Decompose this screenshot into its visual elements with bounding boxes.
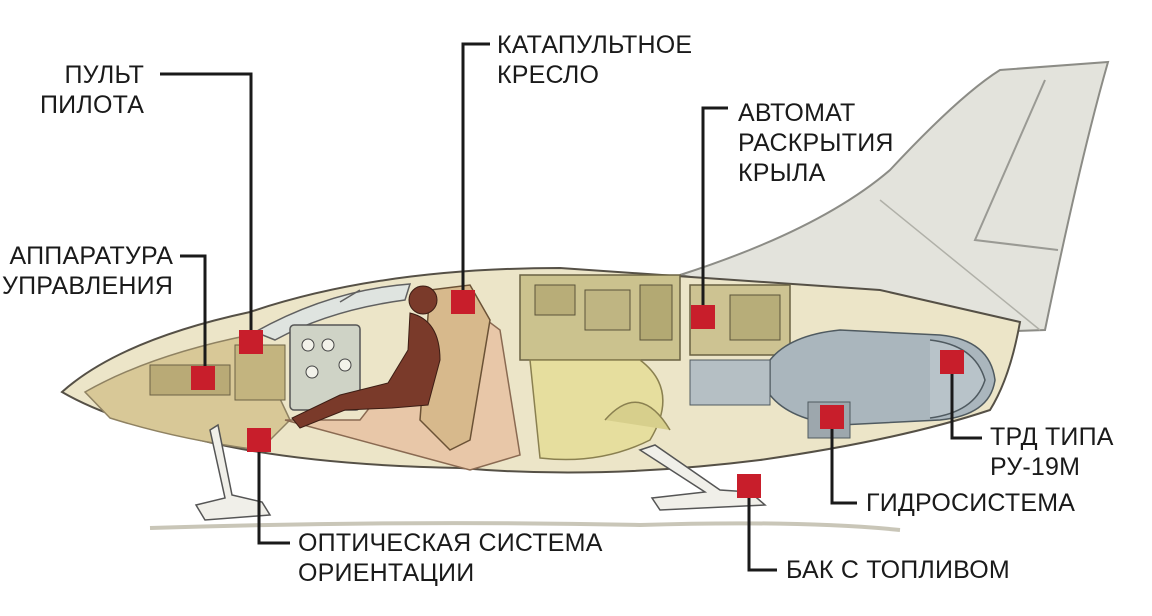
rear-landing-skid	[638, 444, 767, 511]
nose-equipment-block-2	[234, 344, 286, 401]
marker-avtomat	[691, 305, 715, 329]
folded-wing-detail	[604, 401, 671, 431]
leader-opticheskaya	[257, 440, 290, 545]
marker-bak	[737, 474, 761, 498]
equipment-unit	[639, 284, 673, 341]
label-katapultnoe-kreslo: КАТАПУЛЬТНОЕ КРЕСЛО	[497, 30, 692, 90]
marker-pult-pilota	[239, 330, 263, 354]
label-avtomat-raskrytiya: АВТОМАТ РАСКРЫТИЯ КРЫЛА	[738, 98, 894, 188]
tail-fin-panel-line	[879, 199, 1041, 331]
label-line: ТРД ТИПА	[990, 423, 1114, 451]
label-opticheskaya-sistema: ОПТИЧЕСКАЯ СИСТЕМА ОРИЕНТАЦИИ	[298, 528, 603, 588]
label-line: КАТАПУЛЬТНОЕ	[497, 31, 693, 59]
leader-trd	[950, 368, 982, 440]
label-line: КРЫЛА	[738, 159, 826, 187]
label-line: РУ-19М	[990, 453, 1081, 481]
marker-gidrosistema	[820, 405, 844, 429]
label-line: ГИДРОСИСТЕМА	[866, 489, 1076, 517]
label-gidrosistema: ГИДРОСИСТЕМА	[866, 488, 1075, 518]
leader-lines	[160, 42, 982, 572]
gauge	[321, 338, 335, 352]
label-line: АППАРАТУРА	[9, 242, 174, 270]
front-landing-skid	[194, 423, 272, 521]
label-line: БАК С ТОПЛИВОМ	[786, 556, 1010, 584]
tail-fin-rudder-line	[973, 79, 1059, 251]
equipment-unit	[534, 284, 576, 316]
wing-mechanism-unit	[729, 294, 781, 341]
label-line: ПУЛЬТ	[64, 61, 145, 89]
leader-avtomat	[701, 106, 728, 305]
gauge	[338, 358, 352, 372]
leader-gidrosistema	[830, 418, 857, 505]
leader-bak	[747, 485, 777, 572]
label-line: УПРАВЛЕНИЯ	[2, 272, 174, 300]
label-trd-tipa: ТРД ТИПА РУ-19М	[990, 422, 1114, 482]
leader-pult-pilota	[160, 72, 253, 330]
ejection-seat	[419, 284, 491, 451]
engine-intake-duct	[689, 359, 771, 406]
equipment-unit	[584, 289, 631, 331]
pilot-head	[408, 285, 438, 315]
label-line: ОПТИЧЕСКАЯ СИСТЕМА	[298, 529, 603, 557]
label-line: ПИЛОТА	[40, 91, 145, 119]
marker-opticheskaya	[247, 428, 271, 452]
marker-trd	[940, 350, 964, 374]
label-bak-s-toplivom: БАК С ТОПЛИВОМ	[786, 555, 1010, 585]
marker-apparatura	[191, 366, 215, 390]
label-apparatura-upravleniya: АППАРАТУРА УПРАВЛЕНИЯ	[2, 241, 173, 301]
leader-apparatura	[180, 254, 207, 370]
label-line: РАСКРЫТИЯ	[738, 129, 894, 157]
callout-markers	[191, 290, 964, 498]
label-pult-pilota: ПУЛЬТ ПИЛОТА	[40, 60, 144, 120]
label-line: АВТОМАТ	[738, 99, 856, 127]
pilot-body	[291, 312, 441, 429]
canopy-frame	[339, 289, 361, 303]
label-line: КРЕСЛО	[497, 61, 600, 89]
ground-shadow	[149, 521, 901, 532]
gauge	[301, 338, 315, 352]
gauge	[305, 365, 319, 379]
folded-wing	[529, 359, 664, 461]
tail-fin	[679, 60, 1110, 334]
nose-equipment-block	[149, 364, 231, 396]
label-line: ОРИЕНТАЦИИ	[298, 559, 475, 587]
leader-katapultnoe-kreslo	[461, 42, 490, 290]
marker-katapultnoe-kreslo	[451, 290, 475, 314]
